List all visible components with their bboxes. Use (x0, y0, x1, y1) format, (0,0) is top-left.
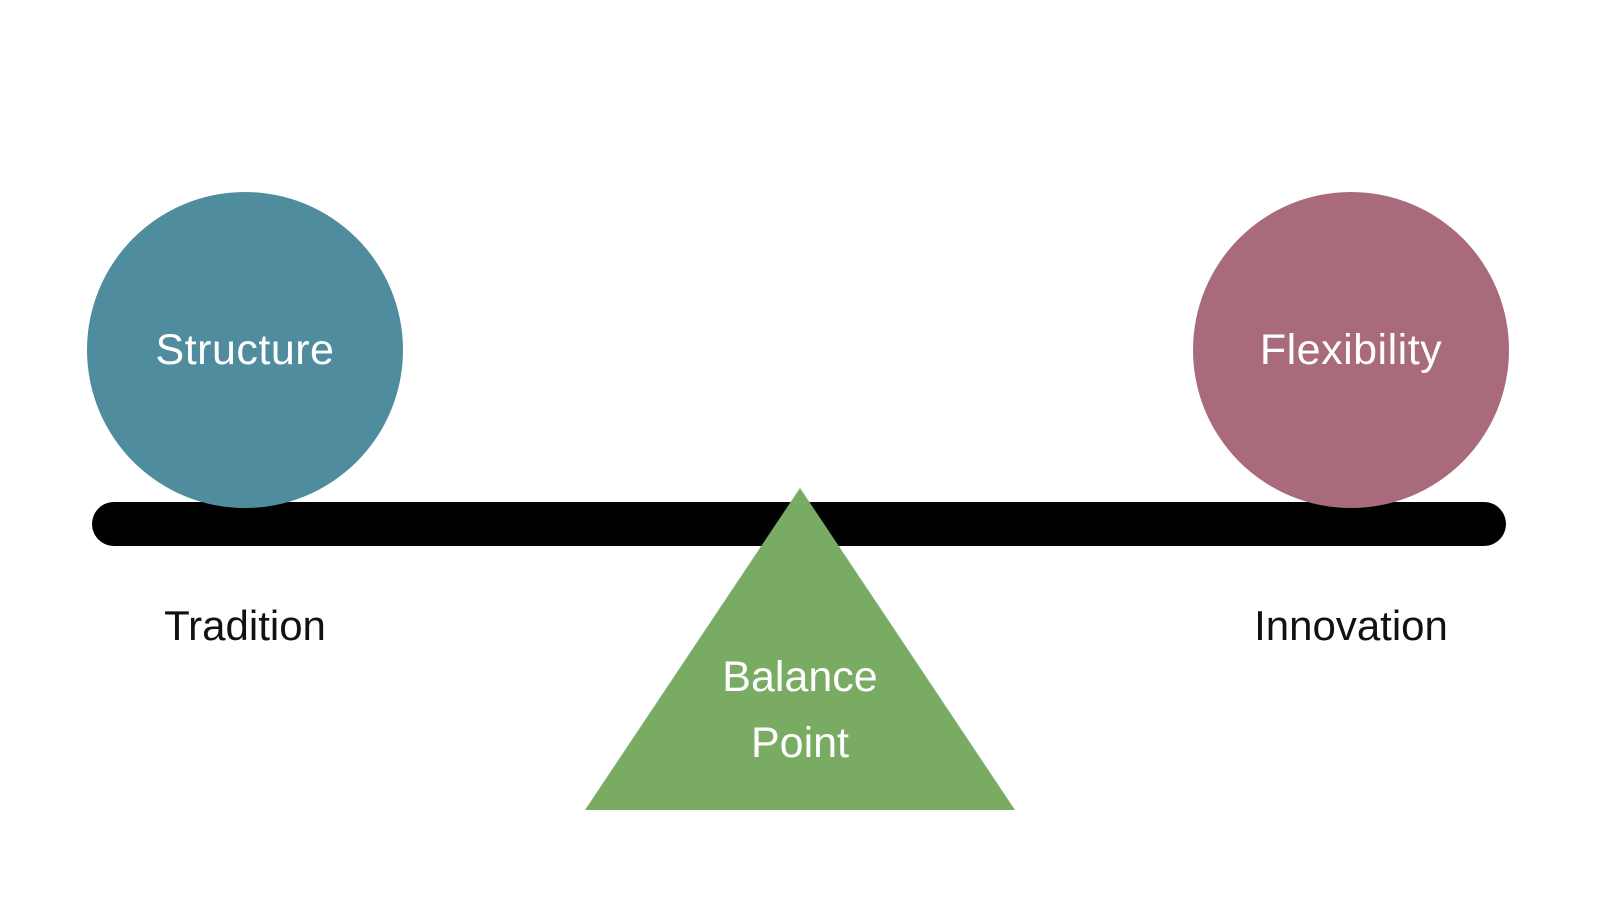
innovation-label: Innovation (1254, 602, 1448, 649)
fulcrum-label-line1: Balance (722, 653, 878, 701)
flexibility-label: Flexibility (1259, 325, 1443, 374)
fulcrum-label-line2: Point (750, 719, 849, 767)
fulcrum-triangle-shape (585, 488, 1015, 810)
structure-circle: Structure (87, 192, 403, 508)
fulcrum-label: Balance Point (650, 644, 950, 776)
tradition-label: Tradition (164, 602, 326, 649)
structure-label: Structure (155, 325, 335, 374)
fulcrum-triangle (585, 488, 1015, 810)
flexibility-circle: Flexibility (1193, 192, 1509, 508)
